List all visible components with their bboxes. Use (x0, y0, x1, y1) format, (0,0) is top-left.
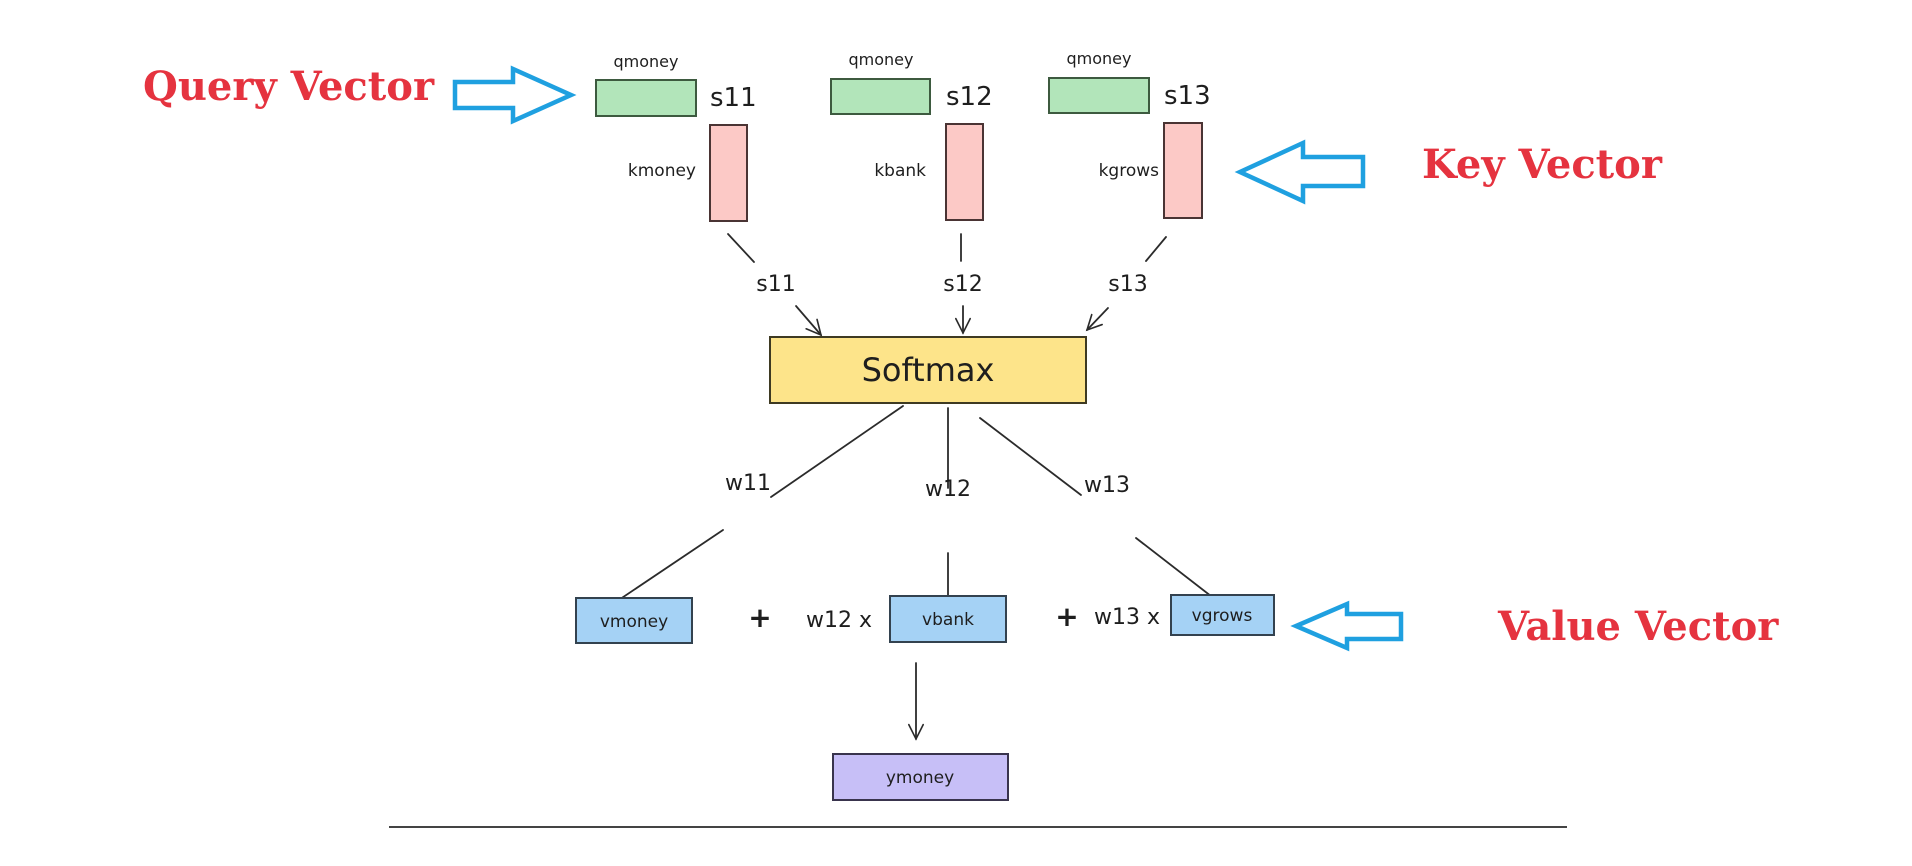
query-group-3: qmoney s13 (1048, 49, 1211, 114)
query-group-2: qmoney s12 (830, 50, 993, 115)
edge-label: w11 (725, 471, 771, 496)
output-label: ymoney (886, 768, 954, 788)
query-label: qmoney (614, 52, 679, 71)
query-box (830, 78, 931, 115)
query-box (1048, 77, 1150, 114)
edge-label: s11 (756, 272, 795, 297)
query-group-1: qmoney s11 (595, 52, 757, 117)
key-box (1163, 122, 1203, 219)
value-vector-callout: Value Vector (1497, 603, 1779, 650)
key-group-2: kbank (874, 123, 984, 221)
value-label: vmoney (600, 612, 668, 632)
score-label: s12 (946, 82, 993, 112)
key-pointer-arrow-icon (1234, 139, 1366, 205)
weight-coefficient: w12 x (806, 608, 872, 633)
plus-operator: + (1055, 600, 1078, 633)
output-node: ymoney (832, 753, 1009, 801)
query-label: qmoney (849, 50, 914, 69)
query-label: qmoney (1067, 49, 1132, 68)
weight-edge-1: w11 (592, 405, 904, 618)
edge-label: w12 (925, 477, 971, 502)
edge-label: s13 (1108, 272, 1147, 297)
key-group-3: kgrows (1099, 122, 1203, 219)
query-vector-callout: Query Vector (143, 63, 435, 110)
value-box (575, 597, 693, 644)
key-group-1: kmoney (628, 124, 748, 222)
value-pointer-arrow-icon (1290, 600, 1404, 652)
query-pointer-arrow-icon (452, 65, 577, 125)
output-box (832, 753, 1009, 801)
value-label: vgrows (1192, 606, 1253, 626)
softmax-box (769, 336, 1087, 404)
plus-operator: + (748, 601, 771, 634)
key-label: kmoney (628, 161, 696, 181)
softmax-label: Softmax (862, 351, 995, 389)
score-label: s13 (1164, 81, 1211, 111)
edge-label: s12 (943, 272, 982, 297)
value-group-3: vgrows (1170, 594, 1275, 636)
value-box (1170, 594, 1275, 636)
score-edge-2: s12 (943, 233, 983, 333)
edge-line (727, 233, 755, 263)
key-box (945, 123, 984, 221)
value-group-2: vbank (889, 595, 1007, 643)
weight-coefficient: w13 x (1094, 605, 1160, 630)
score-edge-1: s11 (727, 233, 821, 335)
weight-edge-2: w12 (925, 407, 971, 632)
edge-line (979, 417, 1082, 496)
key-box (709, 124, 748, 222)
score-edge-3: s13 (1087, 236, 1167, 330)
value-group-1: vmoney (575, 597, 693, 644)
key-label: kbank (874, 161, 926, 181)
edge-line (1145, 236, 1167, 262)
edge-arrow-icon (1087, 307, 1109, 330)
edge-line (770, 405, 904, 498)
query-box (595, 79, 697, 117)
softmax-node: Softmax (769, 336, 1087, 404)
value-box (889, 595, 1007, 643)
value-label: vbank (922, 610, 974, 630)
edge-label: w13 (1084, 473, 1130, 498)
key-label: kgrows (1099, 161, 1160, 181)
key-vector-callout: Key Vector (1422, 141, 1663, 188)
edge-arrow-icon (795, 305, 821, 335)
score-label: s11 (710, 83, 757, 113)
weight-edge-3: w13 (979, 417, 1238, 617)
